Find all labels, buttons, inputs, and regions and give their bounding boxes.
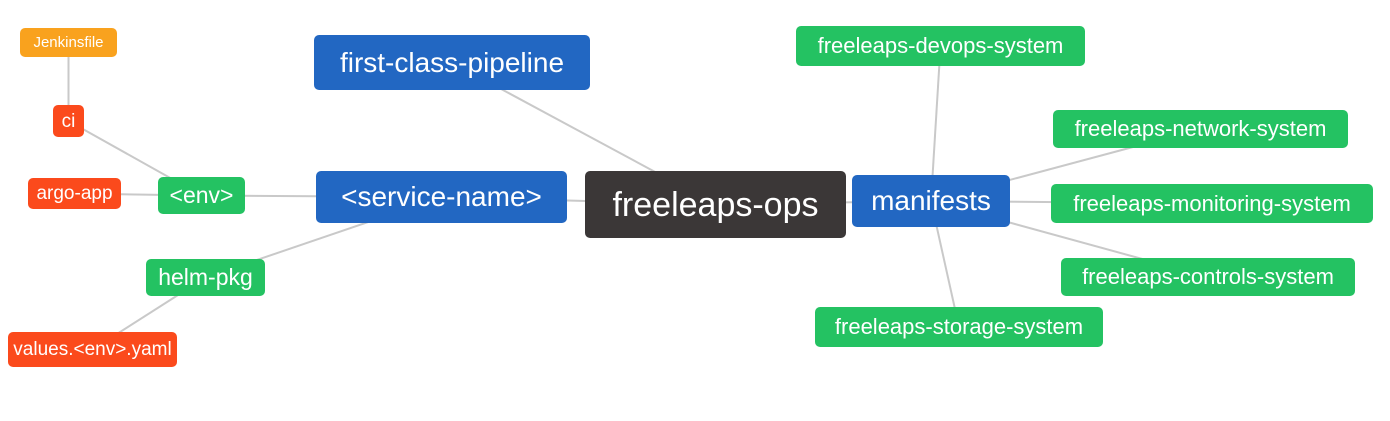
node-freeleaps-controls-system[interactable]: freeleaps-controls-system	[1061, 258, 1355, 296]
node-ci[interactable]: ci	[53, 105, 84, 137]
node-env[interactable]: <env>	[158, 177, 245, 214]
node-freeleaps-monitoring-system[interactable]: freeleaps-monitoring-system	[1051, 184, 1373, 223]
node-jenkinsfile[interactable]: Jenkinsfile	[20, 28, 117, 57]
node-argo-app[interactable]: argo-app	[28, 178, 121, 209]
node-freeleaps-storage-system[interactable]: freeleaps-storage-system	[815, 307, 1103, 347]
node-helm-pkg[interactable]: helm-pkg	[146, 259, 265, 296]
node-freeleaps-ops[interactable]: freeleaps-ops	[585, 171, 846, 238]
node-service-name[interactable]: <service-name>	[316, 171, 567, 223]
node-freeleaps-devops-system[interactable]: freeleaps-devops-system	[796, 26, 1085, 66]
node-freeleaps-network-system[interactable]: freeleaps-network-system	[1053, 110, 1348, 148]
node-first-class-pipeline[interactable]: first-class-pipeline	[314, 35, 590, 90]
node-manifests[interactable]: manifests	[852, 175, 1010, 227]
node-values-env-yaml[interactable]: values.<env>.yaml	[8, 332, 177, 367]
